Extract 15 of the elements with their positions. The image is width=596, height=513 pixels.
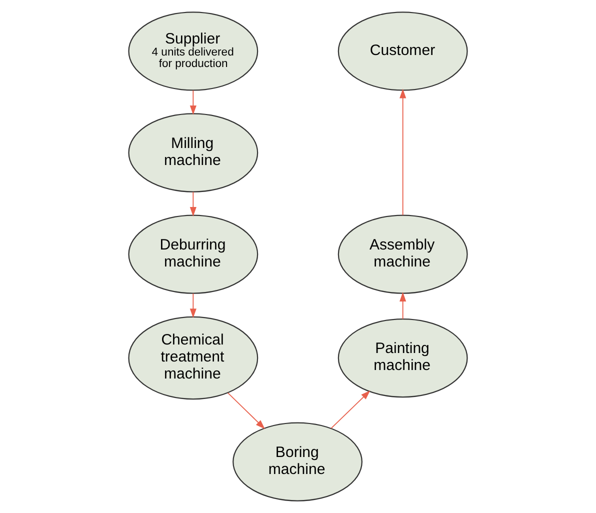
node-ellipse: Milling machine bbox=[128, 113, 258, 192]
arrow bbox=[400, 88, 406, 216]
node-ellipse: Deburring machine bbox=[128, 214, 258, 294]
node-ellipse: Customer bbox=[338, 12, 468, 91]
node-ellipse: Supplier 4 units delivered for production bbox=[128, 12, 258, 91]
arrow bbox=[190, 191, 196, 216]
arrow bbox=[190, 292, 196, 318]
node-ellipse: Assembly machine bbox=[338, 214, 468, 294]
arrow bbox=[190, 90, 196, 115]
node-ellipse: Painting machine bbox=[338, 318, 468, 398]
arrow bbox=[400, 292, 406, 320]
node-ellipse: Boring machine bbox=[232, 422, 362, 502]
node-ellipse: Chemical treatment machine bbox=[128, 316, 258, 400]
arrow bbox=[330, 390, 370, 429]
arrow bbox=[227, 392, 265, 430]
